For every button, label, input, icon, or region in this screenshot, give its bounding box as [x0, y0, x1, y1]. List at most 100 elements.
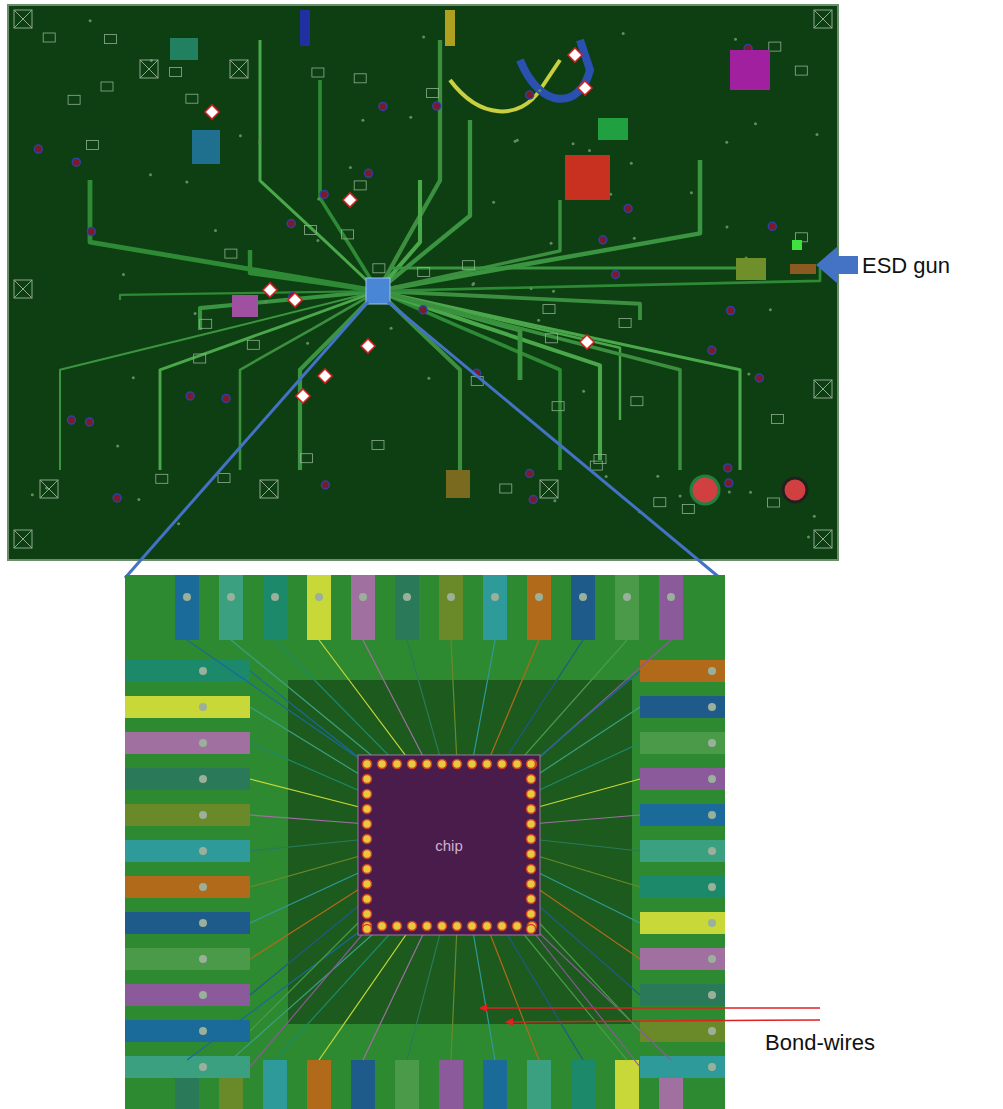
pad	[736, 258, 766, 280]
die-pad	[363, 775, 372, 784]
via	[265, 300, 268, 303]
via	[538, 89, 541, 92]
bond-wire	[275, 640, 397, 764]
via	[690, 191, 693, 194]
component-footprint	[769, 42, 781, 51]
lead-finger	[125, 804, 250, 826]
component-footprint	[200, 319, 212, 328]
bond-wire	[187, 926, 367, 1060]
chip-footprint	[366, 278, 390, 304]
pcb-trace	[390, 267, 760, 270]
via	[667, 593, 675, 601]
via	[472, 282, 475, 285]
mounting-mark	[40, 480, 58, 498]
via	[199, 919, 207, 927]
die-pad	[527, 760, 536, 769]
bond-wire	[319, 640, 412, 764]
via	[214, 229, 217, 232]
via	[552, 290, 555, 293]
component-footprint	[772, 415, 784, 424]
pcb-trace	[160, 291, 378, 470]
lead-finger	[640, 768, 725, 790]
via	[122, 273, 125, 276]
die-pad	[527, 880, 536, 889]
component-footprint	[301, 454, 313, 463]
via	[361, 119, 364, 122]
via	[553, 499, 556, 502]
mounting-mark	[230, 60, 248, 78]
lead-finger	[125, 840, 250, 862]
component-footprint	[225, 249, 237, 258]
component-footprint	[354, 181, 366, 190]
pad	[790, 264, 816, 274]
die-pad	[378, 922, 387, 931]
bond-wire	[250, 899, 367, 995]
component-footprint	[795, 66, 807, 75]
die-pad	[438, 922, 447, 931]
test-point	[691, 476, 719, 504]
mounting-mark	[230, 60, 248, 78]
via	[588, 149, 591, 152]
lead-finger	[307, 575, 331, 640]
via	[708, 883, 716, 891]
component-pad	[445, 10, 455, 46]
die-pad	[527, 820, 536, 829]
component-pad	[232, 295, 258, 317]
via	[708, 991, 716, 999]
marker	[343, 193, 357, 207]
die-pad	[527, 775, 536, 784]
via	[194, 312, 197, 315]
die-pad	[527, 925, 536, 934]
via	[550, 242, 553, 245]
lead-finger	[395, 1060, 419, 1109]
via	[185, 181, 188, 184]
component-footprint	[463, 261, 475, 270]
via	[516, 139, 519, 142]
lead-finger	[615, 1060, 639, 1109]
die-pad	[527, 895, 536, 904]
via	[137, 498, 140, 501]
via	[747, 373, 750, 376]
bond-wire	[531, 929, 640, 1067]
via	[623, 593, 631, 601]
die-pad	[498, 760, 507, 769]
mounting-mark	[260, 480, 278, 498]
via	[239, 134, 242, 137]
via	[379, 102, 387, 110]
bond-wire	[531, 854, 640, 887]
via	[86, 418, 94, 426]
via	[320, 190, 328, 198]
pcb-trace	[240, 291, 378, 470]
via	[359, 593, 367, 601]
die-pad	[498, 922, 507, 931]
zoom-line	[388, 302, 720, 578]
lead-finger	[439, 575, 463, 640]
lead-finger	[125, 696, 250, 718]
mounting-mark	[40, 480, 58, 498]
mounting-mark	[814, 10, 832, 28]
die-pad	[527, 790, 536, 799]
component-footprint	[194, 354, 206, 363]
mounting-mark	[140, 60, 158, 78]
via	[816, 133, 819, 136]
via	[113, 494, 121, 502]
die-pad	[363, 895, 372, 904]
via	[727, 307, 735, 315]
via	[530, 287, 533, 290]
callout-label: ESD gun	[862, 253, 950, 279]
lead-finger	[527, 575, 551, 640]
via	[708, 1063, 716, 1071]
via	[116, 445, 119, 448]
lead-finger	[527, 1060, 551, 1109]
via	[149, 173, 152, 176]
pcb-trace	[260, 40, 378, 291]
bond-wire	[319, 926, 412, 1060]
mounting-mark	[814, 530, 832, 548]
bond-wire	[531, 914, 640, 1031]
marker	[568, 48, 582, 62]
pcb-parts	[14, 10, 832, 548]
component-footprint	[372, 440, 384, 449]
die-pad	[423, 760, 432, 769]
via	[199, 667, 207, 675]
bond-wire	[531, 779, 640, 809]
